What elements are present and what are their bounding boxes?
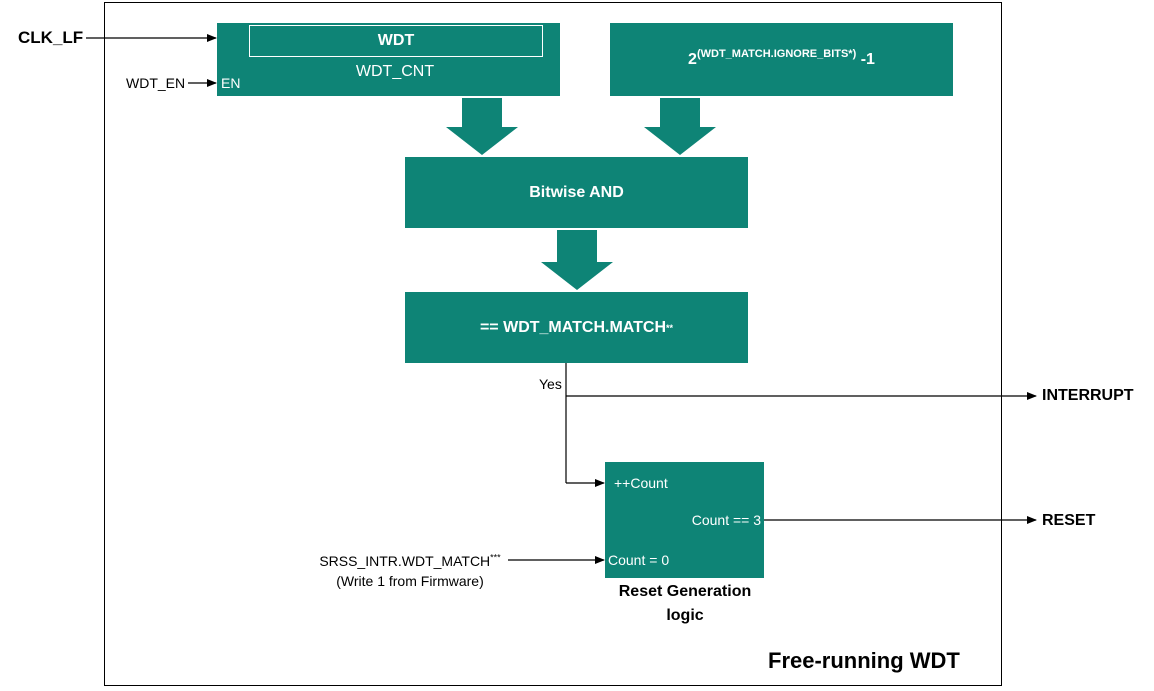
outer-frame [104,2,1002,686]
reset-caption-line1: Reset Generation [618,583,752,600]
wdt-en-label: WDT_EN [126,75,186,91]
wdt-to-and-arrow [446,98,518,155]
wdt-en-pin: EN [221,75,241,91]
mask-base: 2 [688,50,697,68]
wdt-block: WDT WDT_CNT EN [217,23,560,96]
diagram-title: Free-running WDT [768,648,960,673]
bitwise-and-block: Bitwise AND [405,157,748,228]
srss-intr-label: SRSS_INTR.WDT_MATCH*** (Write 1 from Fir… [300,551,520,591]
mask-suffix: -1 [860,50,875,68]
wdt-title: WDT [249,25,543,57]
match-block: == WDT_MATCH.MATCH** [405,292,748,363]
count-inc-label: ++Count [614,475,668,491]
reset-label: RESET [1042,512,1096,529]
interrupt-label: INTERRUPT [1042,387,1134,404]
mask-block: 2(WDT_MATCH.IGNORE_BITS*) -1 [610,23,953,96]
bitwise-and-label: Bitwise AND [529,183,624,201]
yes-label: Yes [539,376,562,392]
and-to-match-arrow [541,230,613,290]
reset-generation-caption: Reset Generation logic [600,580,770,628]
count-eq-label: Count == 3 [691,512,761,528]
reset-caption-line2: logic [666,607,704,624]
wdt-counter-label: WDT_CNT [355,63,435,80]
srss-intr-line2: (Write 1 from Firmware) [336,573,484,589]
match-label: == WDT_MATCH.MATCH [479,318,667,336]
mask-exponent: (WDT_MATCH.IGNORE_BITS*) [696,47,857,60]
reset-generation-block: ++Count Count == 3 Count = 0 [605,462,764,578]
wdt-title-text: WDT [377,32,415,49]
srss-intr-line1: SRSS_INTR.WDT_MATCH [319,553,491,569]
clk-lf-label: CLK_LF [18,28,84,47]
count-zero-label: Count = 0 [608,552,670,568]
srss-intr-sup: *** [490,552,501,563]
mask-to-and-arrow [644,98,716,155]
